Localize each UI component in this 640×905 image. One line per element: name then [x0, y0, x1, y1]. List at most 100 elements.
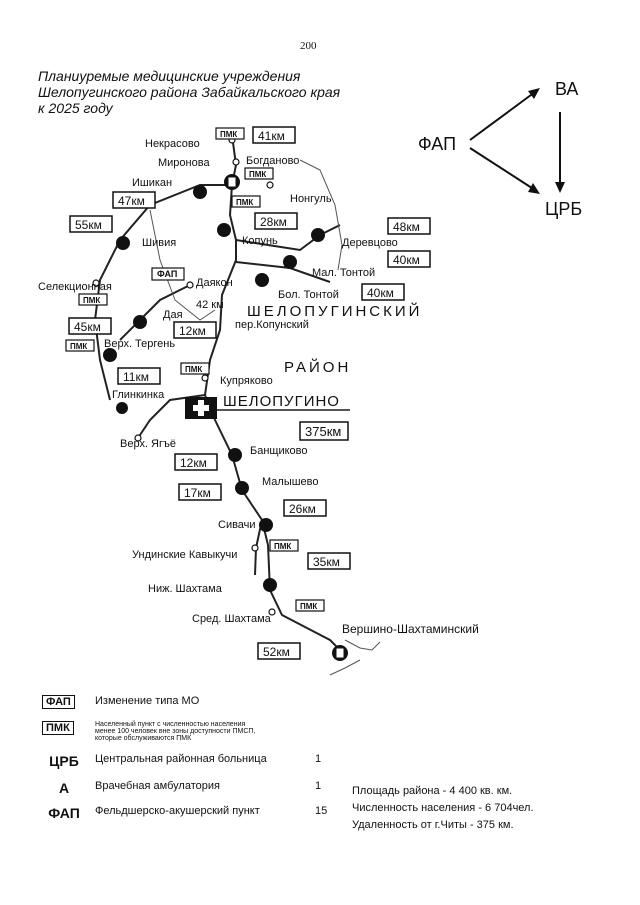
fap-marker-daya: [133, 315, 147, 329]
pmk-box-2: [244, 167, 274, 180]
dot-sred-shakhtama: [268, 608, 276, 616]
dist-box-11: [117, 367, 161, 385]
place-malyshevo: Малышево: [262, 476, 319, 488]
dist-label-8: 42 км: [196, 299, 224, 311]
fap-marker-kopun: [217, 223, 231, 237]
dist-label-12: 375км: [305, 424, 341, 439]
place-kupryakovo: Купряково: [220, 375, 273, 387]
dist-box-10: [173, 321, 217, 339]
place-mal-tontoy: Мал. Тонтой: [312, 267, 375, 279]
fap-marker-sivachi: [259, 518, 273, 532]
river-4: [329, 659, 361, 676]
fap-marker-derevtsovo: [311, 228, 325, 242]
fap-marker-banshchikovo: [228, 448, 242, 462]
schema-crb: ЦРБ: [545, 199, 582, 219]
dist-label-5: 55км: [75, 218, 102, 232]
dist-label-11: 11км: [123, 370, 149, 384]
legend-count-4: 1: [315, 780, 322, 792]
region-name-1: ШЕЛОПУГИНСКИЙ: [247, 302, 422, 320]
pmk-tag-5: ПМК: [70, 342, 87, 351]
dist-box-13: [174, 453, 218, 471]
dist-label-2: 47км: [118, 194, 145, 208]
place-banshchikovo: Банщиково: [250, 445, 308, 457]
fap-marker-bol-tontoy: [255, 273, 269, 287]
river-lines: [149, 159, 381, 676]
pmk-box-7: [269, 539, 299, 552]
dist-label-7: 40км: [367, 286, 394, 300]
fap-marker-nizh-shakhtama: [263, 578, 277, 592]
schema-va: ВА: [555, 79, 578, 99]
place-shiviya: Шивия: [142, 237, 176, 249]
place-verkh-yagye: Верх. Ягъё: [120, 438, 176, 450]
page-number: 200: [300, 40, 317, 52]
fap-marker-2: [193, 185, 207, 199]
distance-boxes: [68, 126, 431, 660]
dist-label-13: 12км: [180, 456, 207, 470]
pmk-tag-6: ПМК: [185, 365, 202, 374]
cross-1: [228, 177, 236, 187]
place-selektsionnaya: Селекционная: [38, 281, 112, 293]
place-vershino: Вершино-Шахтаминский: [342, 622, 479, 636]
dist-box-1: [252, 126, 296, 144]
dot-kavykuchi: [251, 544, 259, 552]
pmk-tag-1: ПМК: [220, 130, 237, 139]
fap-marker-glinkinka: [116, 402, 128, 414]
place-nongul: Нонгуль: [290, 193, 332, 205]
place-labels: Некрасово Миронова Богданово Ишикан Нонг…: [38, 138, 479, 636]
river-3: [344, 639, 381, 651]
road-daya: [119, 284, 191, 341]
place-per-kopunskiy: пер.Копунский: [235, 319, 309, 331]
place-bol-tontoy: Бол. Тонтой: [278, 289, 339, 301]
legend-text-2: Населенный пункт с численностью населени…: [95, 721, 256, 742]
cross-2: [336, 648, 344, 658]
place-ishikan: Ишикан: [132, 177, 172, 189]
western-road: [93, 184, 232, 401]
place-sivachi: Сивачи: [218, 519, 256, 531]
dot-dayakon: [186, 281, 194, 289]
pmk-box-4: [78, 293, 108, 306]
map-tags: ПМК ПМК ПМК ПМК ПМК ПМК ПМК ПМК ФАП: [65, 127, 325, 612]
place-kopun: Копунь: [242, 235, 278, 247]
arrow-fap-crb: [469, 147, 536, 191]
stat-distance: Удаленность от г.Читы - 375 км.: [352, 819, 514, 831]
place-derevtsovo: Деревцово: [342, 237, 398, 249]
dot-verkh-yagye: [134, 434, 142, 442]
district-stats: Площадь района - 4 400 кв. км. Численнос…: [352, 783, 534, 834]
dist-box-12: [299, 421, 349, 441]
dist-box-2: [112, 191, 156, 209]
map-title: Планиуремые медицинские учреждения Шелоп…: [38, 68, 408, 116]
fap-marker-mal-tontoy: [283, 255, 297, 269]
dist-label-1: 41км: [258, 129, 285, 143]
fap-marker-tergen: [103, 348, 117, 362]
dist-box-15: [283, 499, 327, 517]
dot-selektsionnaya: [92, 279, 100, 287]
legend-symbol-pmk: ПМК: [42, 721, 74, 735]
legend-text-1: Изменение типа МО: [95, 695, 200, 707]
legend-symbol-a: А: [58, 780, 70, 796]
pmk-box-3: [231, 195, 261, 208]
place-dayakon: Даякон: [196, 277, 233, 289]
place-verkh-tergen: Верх. Тергень: [104, 338, 175, 350]
pmk-box-5: [65, 339, 95, 352]
legend-text-4: Врачебная амбулатория: [95, 780, 220, 792]
fap-tag-1: ФАП: [157, 269, 177, 279]
pmk-tag-7: ПМК: [274, 542, 291, 551]
dist-box-17: [257, 642, 301, 660]
center-name: ШЕЛОПУГИНО: [223, 393, 340, 410]
fap-crosses: [228, 177, 344, 658]
dist-box-9: [68, 317, 112, 335]
dot-mironova: [232, 158, 240, 166]
dist-box-7: [361, 283, 405, 301]
dist-label-4: 48км: [393, 220, 420, 234]
river-2: [149, 209, 216, 321]
place-sred-shakhtama: Сред. Шахтама: [192, 613, 272, 625]
legend-symbol-fap-change: ФАП: [42, 695, 75, 709]
settlement-dots: [92, 136, 276, 616]
place-bogdanovo: Богданово: [246, 155, 299, 167]
dist-label-16: 35км: [313, 555, 340, 569]
river-1: [299, 159, 343, 271]
fap-box-1: [151, 267, 185, 281]
pmk-tag-4: ПМК: [83, 296, 100, 305]
stat-area: Площадь района - 4 400 кв. км.: [352, 785, 513, 797]
